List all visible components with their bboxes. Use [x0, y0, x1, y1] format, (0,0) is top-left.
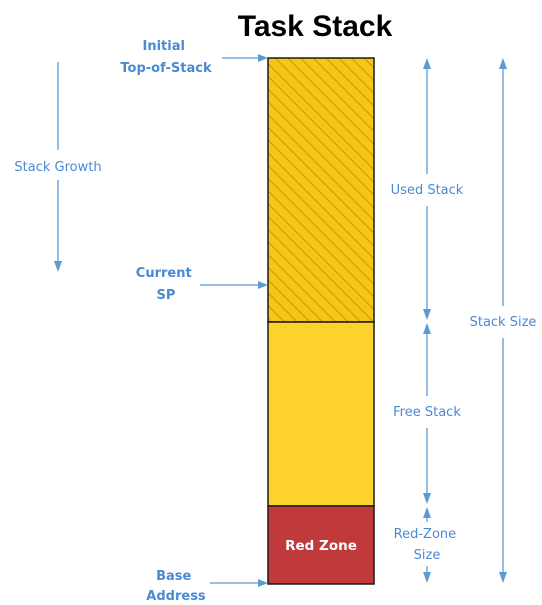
red-zone-size-dimension-arrow — [423, 507, 431, 583]
current-sp-pointer-arrow — [200, 281, 268, 289]
initial-top-of-stack-label: Initial Top-of-Stack — [120, 39, 212, 76]
free-stack-label: Free Stack — [393, 405, 461, 420]
diagram-title: Task Stack — [238, 10, 393, 43]
red-zone-size-label: Red-Zone Size — [394, 527, 461, 563]
used-stack-label: Used Stack — [391, 183, 464, 198]
used-stack-region — [267, 57, 375, 323]
stack-size-dimension-arrow — [499, 58, 507, 583]
base-address-label: Base Address — [146, 569, 206, 604]
stack-size-label: Stack Size — [470, 315, 537, 330]
red-zone-label: Red Zone — [285, 538, 357, 554]
initial-top-pointer-arrow — [222, 54, 268, 62]
free-stack-dimension-arrow — [423, 323, 431, 504]
used-stack-dimension-arrow — [423, 58, 431, 320]
current-sp-label: Current SP — [136, 266, 196, 303]
stack-growth-label: Stack Growth — [14, 160, 101, 175]
red-zone-region — [267, 505, 375, 585]
stack-growth-arrow — [54, 62, 62, 272]
base-address-pointer-arrow — [210, 579, 268, 587]
free-stack-region — [267, 321, 375, 507]
